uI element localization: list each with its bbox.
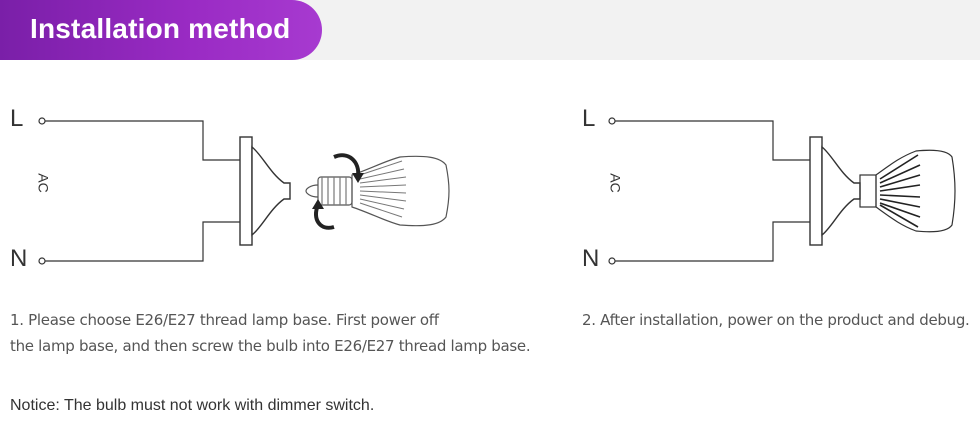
step-1-instruction: 1. Please choose E26/E27 thread lamp bas… xyxy=(10,307,531,359)
terminal-l-label: L xyxy=(582,105,596,132)
bulb-icon xyxy=(305,155,450,227)
lamp-base-icon xyxy=(809,136,861,246)
diagram-installation-step-1: L N AC xyxy=(0,85,470,285)
page-title: Installation method xyxy=(30,13,291,44)
step-2-line-1: 2. After installation, power on the prod… xyxy=(582,311,970,329)
wiring-diagram-2 xyxy=(608,117,956,265)
terminal-n-label: N xyxy=(582,245,600,272)
step-1-line-1: 1. Please choose E26/E27 thread lamp bas… xyxy=(10,311,439,329)
title-tab: Installation method xyxy=(0,0,322,60)
lamp-base-icon xyxy=(239,136,291,246)
terminal-l-label: L xyxy=(10,105,24,132)
step-2-instruction: 2. After installation, power on the prod… xyxy=(582,307,970,333)
diagram-installation-step-2: L N AC xyxy=(570,85,970,285)
terminal-n-label: N xyxy=(10,245,28,272)
step-1-line-2: the lamp base, and then screw the bulb i… xyxy=(10,337,531,355)
bulb-icon xyxy=(859,149,956,233)
notice-text: Notice: The bulb must not work with dimm… xyxy=(10,397,375,414)
wiring-diagram-1 xyxy=(38,117,450,265)
